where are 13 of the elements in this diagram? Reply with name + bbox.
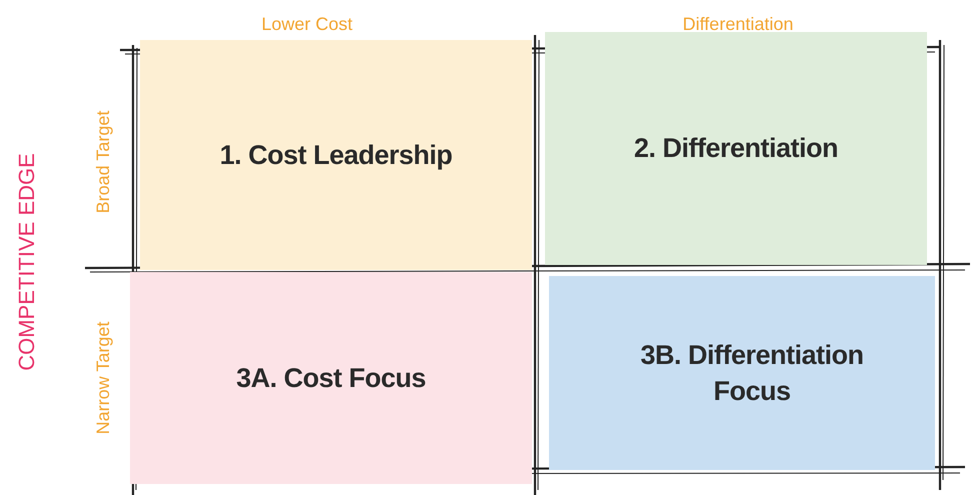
quadrant-title: 3A. Cost Focus — [236, 362, 426, 395]
quadrant-panel — [545, 32, 927, 265]
row-header: Broad Target — [94, 110, 112, 214]
quadrant-title: 2. Differentiation — [634, 132, 838, 166]
column-header: Lower Cost — [261, 15, 353, 33]
row-header: Narrow Target — [94, 322, 112, 434]
quadrant-title: 1. Cost Leadership — [220, 138, 452, 172]
column-header: Differentiation — [682, 15, 794, 33]
quadrant-panel — [140, 40, 532, 270]
quadrant-title: 3B. Differentiation Focus — [639, 338, 865, 408]
quadrant-panel — [549, 276, 935, 470]
quadrant-panel — [130, 272, 532, 484]
axis-title: COMPETITIVE EDGE — [16, 153, 38, 371]
